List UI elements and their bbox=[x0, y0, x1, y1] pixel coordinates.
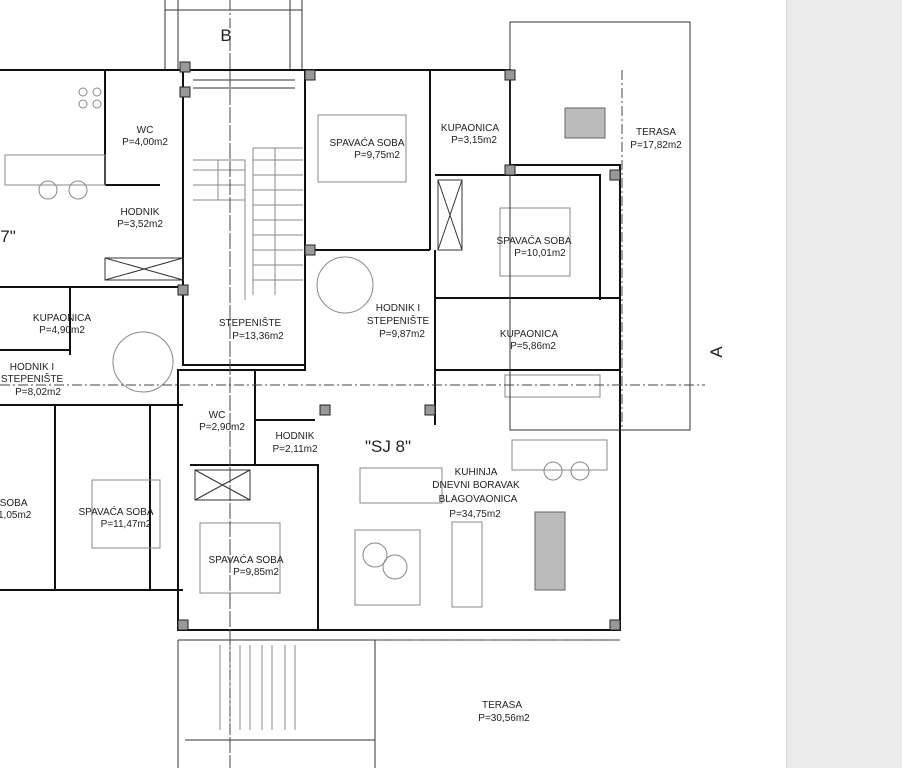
svg-text:HODNIK I: HODNIK I bbox=[10, 362, 54, 373]
svg-text:P=3,15m2: P=3,15m2 bbox=[451, 135, 497, 146]
svg-text:STEPENIŠTE: STEPENIŠTE bbox=[1, 372, 64, 385]
svg-text:HODNIK I: HODNIK I bbox=[376, 303, 420, 314]
svg-text:P=2,90m2: P=2,90m2 bbox=[199, 422, 245, 433]
svg-text:KUPAONICA: KUPAONICA bbox=[500, 329, 558, 340]
section-a-marker: A bbox=[707, 346, 726, 358]
svg-text:P=2,11m2: P=2,11m2 bbox=[272, 444, 318, 455]
svg-text:TERASA: TERASA bbox=[636, 127, 676, 138]
room-label: TERASA P=17,82m2 bbox=[630, 127, 682, 151]
svg-text:P=10,01m2: P=10,01m2 bbox=[514, 248, 566, 259]
svg-text:SPAVAĆA SOBA: SPAVAĆA SOBA bbox=[0, 496, 28, 509]
svg-text:KUHINJA: KUHINJA bbox=[455, 467, 498, 478]
svg-text:P=5,86m2: P=5,86m2 bbox=[510, 341, 556, 352]
room-label: WCP=2,90m2 bbox=[199, 410, 245, 433]
section-b-marker: B bbox=[220, 26, 231, 45]
svg-text:P=9,75m2: P=9,75m2 bbox=[354, 150, 400, 161]
svg-text:KUPAONICA: KUPAONICA bbox=[441, 123, 499, 134]
floor-plan: B A 7" "SJ 8" WCP=4,00m2 HODNIKP=3,52m2 … bbox=[0, 0, 726, 768]
svg-text:KUPAONICA: KUPAONICA bbox=[33, 313, 91, 324]
svg-text:SPAVAĆA SOBA: SPAVAĆA SOBA bbox=[208, 553, 283, 566]
room-label: KUHINJA DNEVNI BORAVAK BLAGOVAONICA P=34,75… bbox=[432, 467, 520, 520]
svg-text:SPAVAĆA SOBA: SPAVAĆA SOBA bbox=[78, 505, 153, 518]
svg-text:P=34,75m2: P=34,75m2 bbox=[449, 509, 501, 520]
svg-text:P=4,00m2: P=4,00m2 bbox=[122, 137, 168, 148]
svg-text:SPAVAĆA SOBA: SPAVAĆA SOBA bbox=[496, 234, 571, 247]
svg-text:P=8,02m2: P=8,02m2 bbox=[15, 387, 61, 398]
unit-label-left: 7" bbox=[0, 227, 16, 246]
svg-text:HODNIK: HODNIK bbox=[276, 431, 315, 442]
spiral-stair bbox=[316, 256, 374, 314]
svg-text:TERASA: TERASA bbox=[482, 700, 522, 711]
svg-text:STEPENIŠTE: STEPENIŠTE bbox=[367, 314, 430, 327]
svg-text:WC: WC bbox=[209, 410, 226, 421]
svg-text:P=9,85m2: P=9,85m2 bbox=[233, 567, 279, 578]
unit-label-sj8: "SJ 8" bbox=[365, 437, 411, 456]
svg-text:DNEVNI BORAVAK: DNEVNI BORAVAK bbox=[432, 480, 520, 491]
room-label: HODNIK P=2,11m2 bbox=[272, 431, 318, 455]
svg-text:P=30,56m2: P=30,56m2 bbox=[478, 713, 530, 724]
svg-text:WC: WC bbox=[137, 125, 154, 136]
svg-text:P=17,82m2: P=17,82m2 bbox=[630, 140, 682, 151]
spiral-stair bbox=[112, 331, 174, 393]
svg-text:P=13,36m2: P=13,36m2 bbox=[232, 331, 284, 342]
side-panel bbox=[786, 0, 902, 768]
svg-text:P=4,90m2: P=4,90m2 bbox=[39, 325, 85, 336]
room-label: WCP=4,00m2 bbox=[122, 125, 168, 148]
room-label: STEPENIŠTE P=13,36m2 bbox=[219, 316, 284, 342]
svg-text:HODNIK: HODNIK bbox=[121, 207, 160, 218]
closet bbox=[104, 257, 184, 281]
svg-text:P=3,52m2: P=3,52m2 bbox=[117, 219, 163, 230]
svg-text:SPAVAĆA SOBA: SPAVAĆA SOBA bbox=[329, 136, 404, 149]
svg-text:P=11,05m2: P=11,05m2 bbox=[0, 510, 32, 521]
staircase bbox=[193, 147, 303, 300]
svg-text:P=9,87m2: P=9,87m2 bbox=[379, 329, 425, 340]
svg-text:STEPENIŠTE: STEPENIŠTE bbox=[219, 316, 282, 329]
svg-text:BLAGOVAONICA: BLAGOVAONICA bbox=[439, 494, 518, 505]
terrace-right bbox=[509, 21, 691, 431]
svg-text:P=11,47m2: P=11,47m2 bbox=[101, 519, 152, 530]
room-label: TERASA P=30,56m2 bbox=[478, 700, 530, 724]
